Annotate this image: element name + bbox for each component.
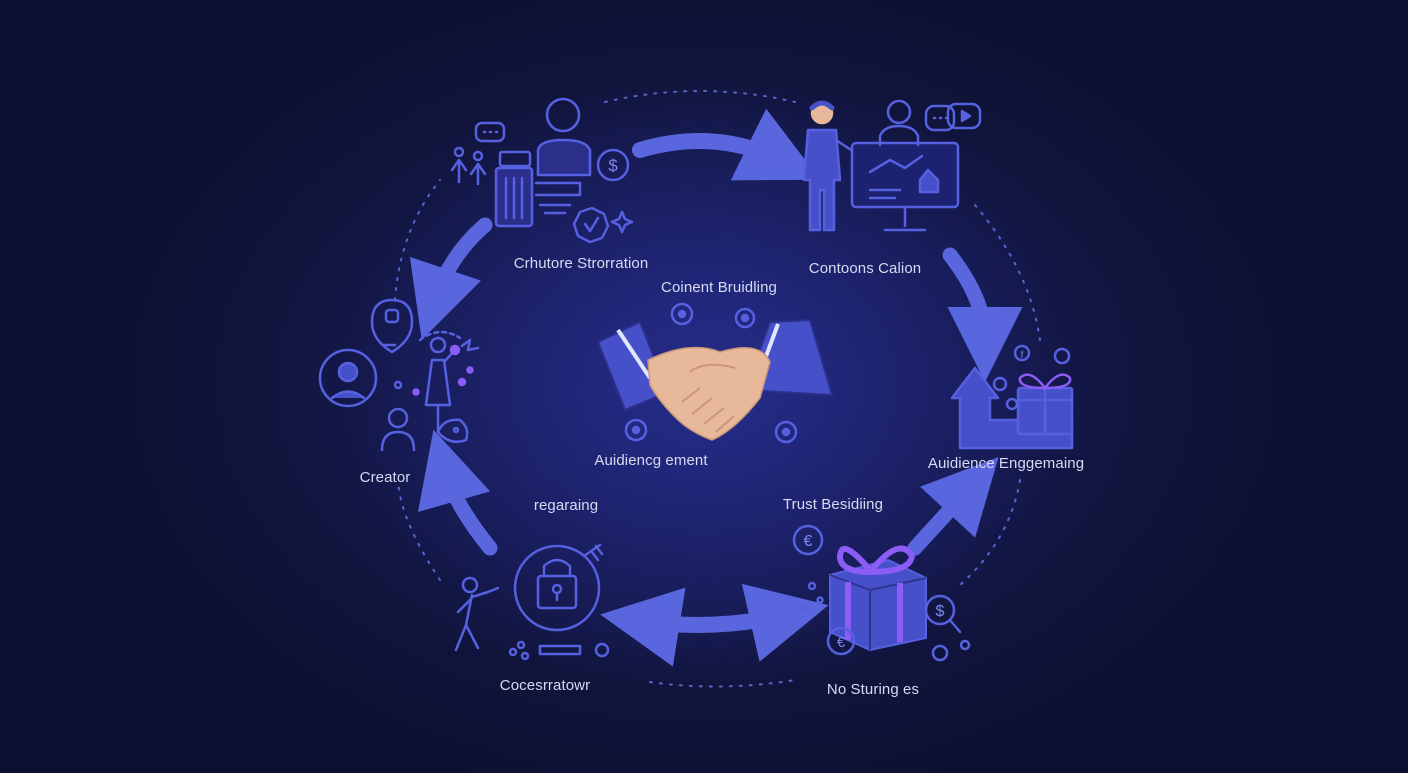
handshake-icon (596, 302, 834, 444)
arrow-top-right (942, 247, 1023, 382)
svg-text:$: $ (608, 156, 618, 175)
creator-people-icon (318, 298, 480, 452)
arrow-top-left (409, 217, 493, 340)
svg-text:€: € (804, 533, 813, 550)
arrow-bottom-right (907, 457, 999, 556)
growth-gift-icon: f (950, 344, 1074, 450)
label-bottom-left: Cocesrratowr (499, 677, 591, 694)
label-mid-right: Trust Besidiing (782, 496, 884, 513)
dotted-ring (394, 90, 1041, 688)
arrow-bottom-left (418, 429, 498, 556)
svg-text:f: f (1021, 350, 1024, 361)
arrow-bottom (600, 583, 829, 667)
flow-arrows (409, 108, 1023, 667)
creator-payment-icon: $ (450, 97, 634, 244)
label-top-right: Contoons Calion (808, 260, 922, 277)
arrow-top (632, 108, 821, 181)
gift-money-icon: € € $ (792, 524, 971, 662)
presenter-screen-icon (802, 99, 982, 232)
label-left: Creator (359, 469, 411, 486)
lock-security-icon (454, 543, 610, 661)
svg-text:$: $ (936, 603, 945, 620)
label-bottom-right: No Sturing es (826, 681, 920, 698)
label-right: Auidience Enggemaing (927, 455, 1085, 472)
svg-text:€: € (837, 634, 846, 651)
label-top-left: Crhutore Strorration (513, 255, 649, 272)
label-mid-left: regaraing (533, 497, 599, 514)
label-center-top: Coinent Bruidling (661, 279, 777, 296)
label-center-bottom: Auidiencg ement (594, 452, 708, 469)
